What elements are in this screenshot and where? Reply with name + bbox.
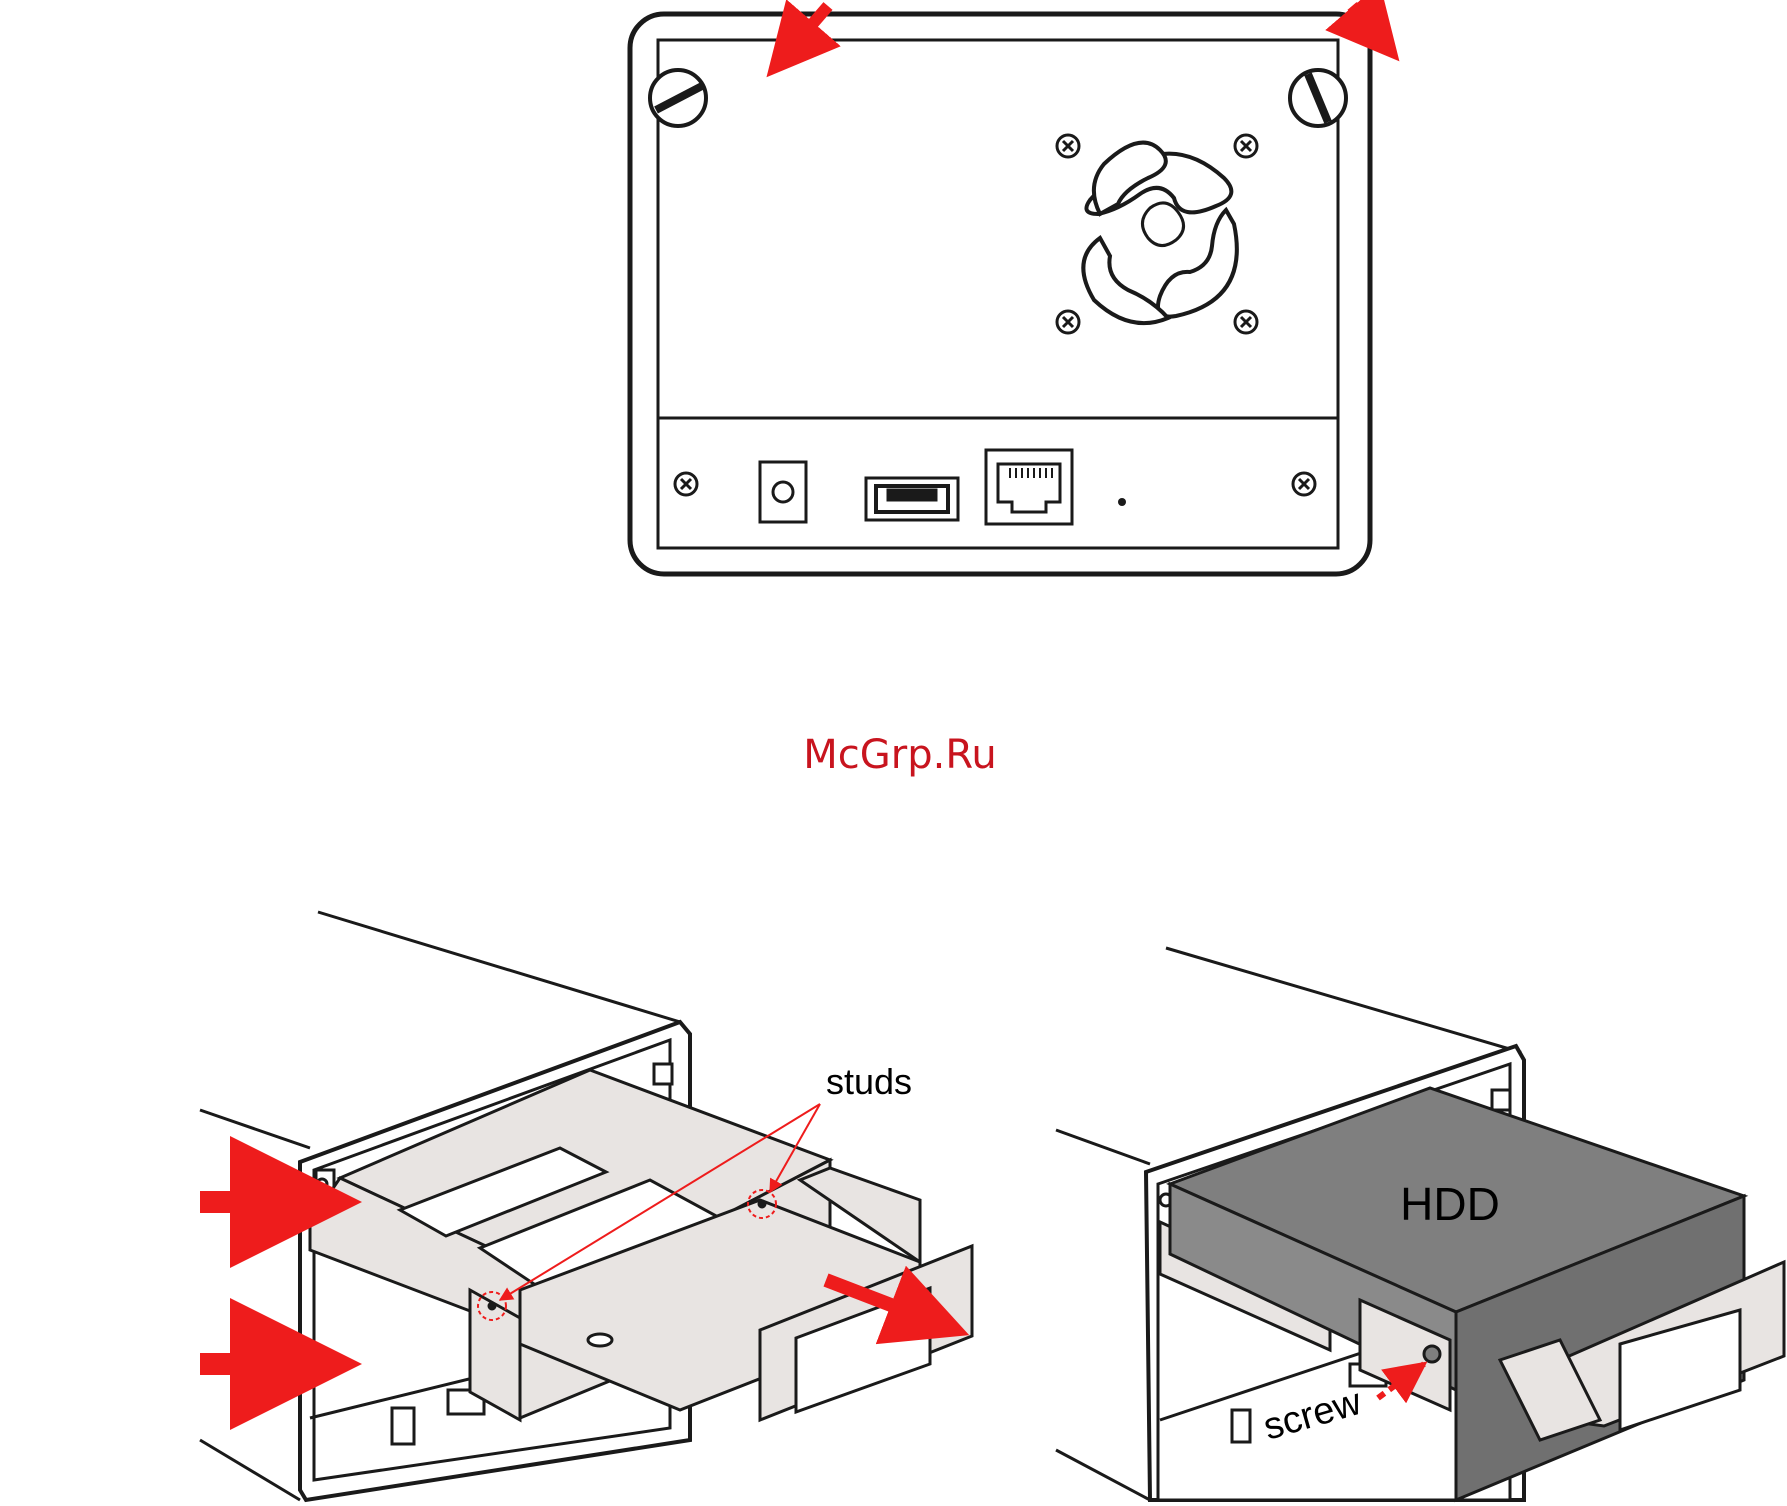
tray-removal-view: [200, 912, 972, 1500]
studs-label: studs: [826, 1061, 912, 1102]
watermark: McGrp.Ru: [803, 732, 996, 778]
usb-port-icon: [866, 478, 958, 520]
ethernet-port-icon: [986, 450, 1072, 524]
thumb-screw-left-icon: [650, 70, 706, 126]
reset-hole: [1118, 498, 1126, 506]
push-arrows-left: [200, 1202, 296, 1364]
thumb-screw-right-icon: [1290, 70, 1346, 126]
rear-panel-view: [630, 14, 1370, 574]
hdd-label: HDD: [1400, 1178, 1500, 1230]
power-jack-icon: [760, 462, 806, 522]
